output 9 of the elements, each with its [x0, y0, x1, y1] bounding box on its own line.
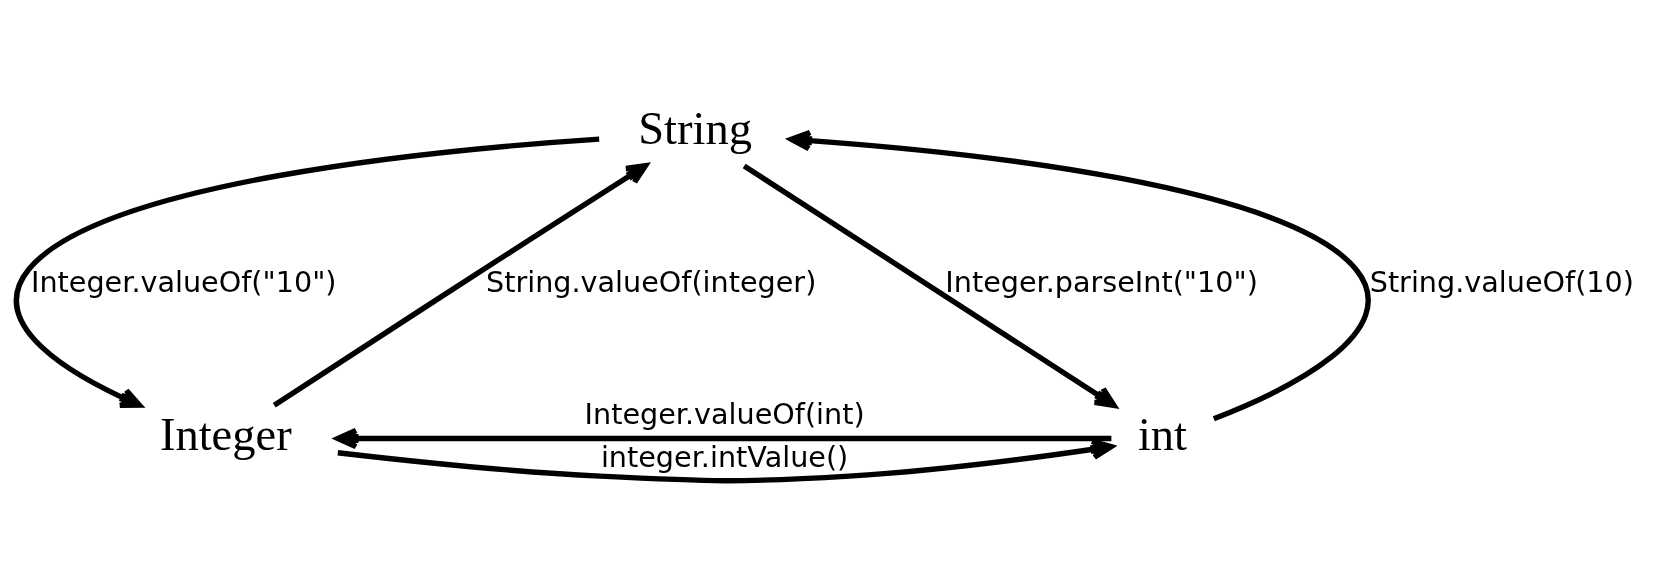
edge-label: String.valueOf(integer): [486, 264, 817, 299]
edge-label: Integer.parseInt("10"): [945, 264, 1258, 299]
edge-label: String.valueOf(10): [1369, 264, 1634, 299]
node-text: String: [638, 102, 752, 154]
node-text: int: [1137, 408, 1188, 460]
edge-label: Integer.valueOf("10"): [30, 264, 337, 299]
edge-label: integer.intValue(): [600, 439, 849, 474]
node-text: Integer: [159, 408, 292, 460]
edge-label: Integer.valueOf(int): [584, 396, 865, 431]
